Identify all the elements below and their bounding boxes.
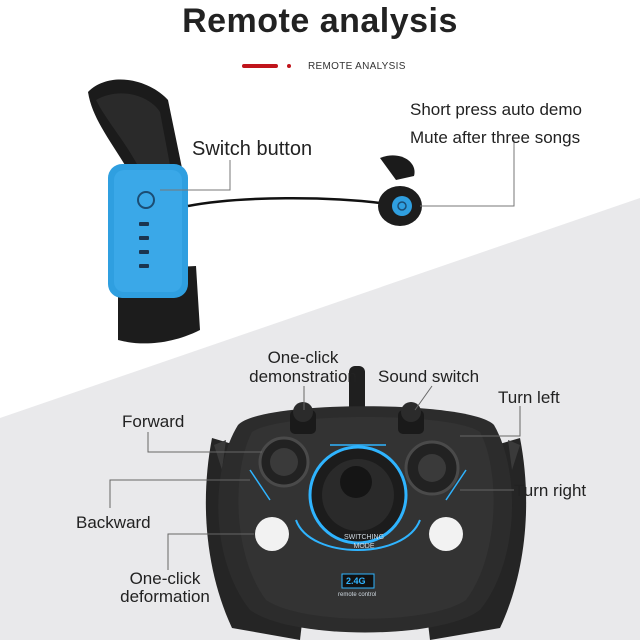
center-button (340, 466, 372, 498)
switch-button-icon (137, 191, 155, 209)
switch-button-label: Switch button (192, 138, 313, 160)
turn-right-label: Turn right (514, 481, 587, 500)
page-title: Remote analysis (182, 2, 458, 40)
center-button-text-line1: SWITCHING (344, 534, 385, 541)
mute-label: Mute after three songs (410, 128, 581, 147)
center-button-text-line2: MODE (353, 543, 375, 550)
one-click-demo-label-line1: One-click (267, 348, 339, 367)
backward-label: Backward (76, 513, 151, 532)
one-click-deform-label-line1: One-click (129, 569, 201, 588)
one-click-deform-label-line2: deformation (120, 587, 210, 606)
page-subtitle: REMOTE ANALYSIS (308, 61, 406, 72)
accent-bar (242, 64, 278, 68)
accent-dot (287, 64, 291, 68)
one-click-demo-label-line2: demonstration (249, 367, 357, 386)
earphone-button-icon (392, 196, 412, 216)
turn-left-label: Turn left (498, 388, 560, 407)
badge-subtext: remote control (338, 592, 377, 598)
sound-switch-label: Sound switch (378, 367, 480, 386)
forward-label: Forward (122, 412, 185, 431)
auto-demo-label: Short press auto demo (410, 100, 582, 119)
badge-text: 2.4G (346, 576, 366, 586)
